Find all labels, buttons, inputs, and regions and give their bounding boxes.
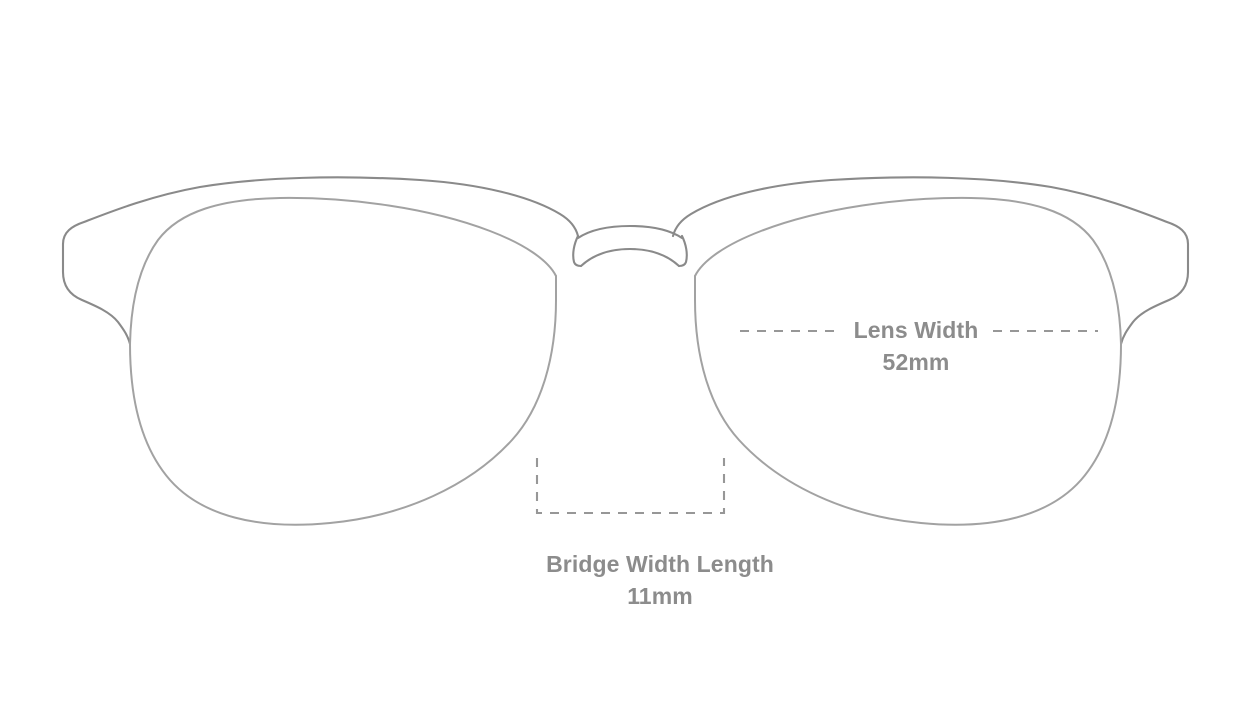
bridge-width-label-value: 11mm [627,583,693,609]
right-browline-frame [671,176,1190,246]
bridge-width-label: Bridge Width Length 11mm [490,548,830,612]
lens-width-label-name: Lens Width [853,317,979,343]
left-endpiece-lower [61,242,132,346]
bridge-width-dimension-bracket [535,458,726,515]
left-browline-frame [61,176,580,246]
lens-width-label-value: 52mm [882,349,950,375]
left-bridge-joint [572,234,583,268]
lens-width-label: Lens Width 52mm [776,314,1056,378]
right-bridge-joint [677,234,688,268]
left-lens-top-rim [129,196,557,345]
left-lens-outline [129,275,557,526]
bridge-top-edge [576,224,684,240]
right-endpiece-lower [1119,242,1190,346]
bridge-bottom-edge [579,247,681,268]
right-lens-top-rim [694,196,1122,345]
bridge-width-label-name: Bridge Width Length [546,551,774,577]
right-lens-outline [694,275,1122,526]
